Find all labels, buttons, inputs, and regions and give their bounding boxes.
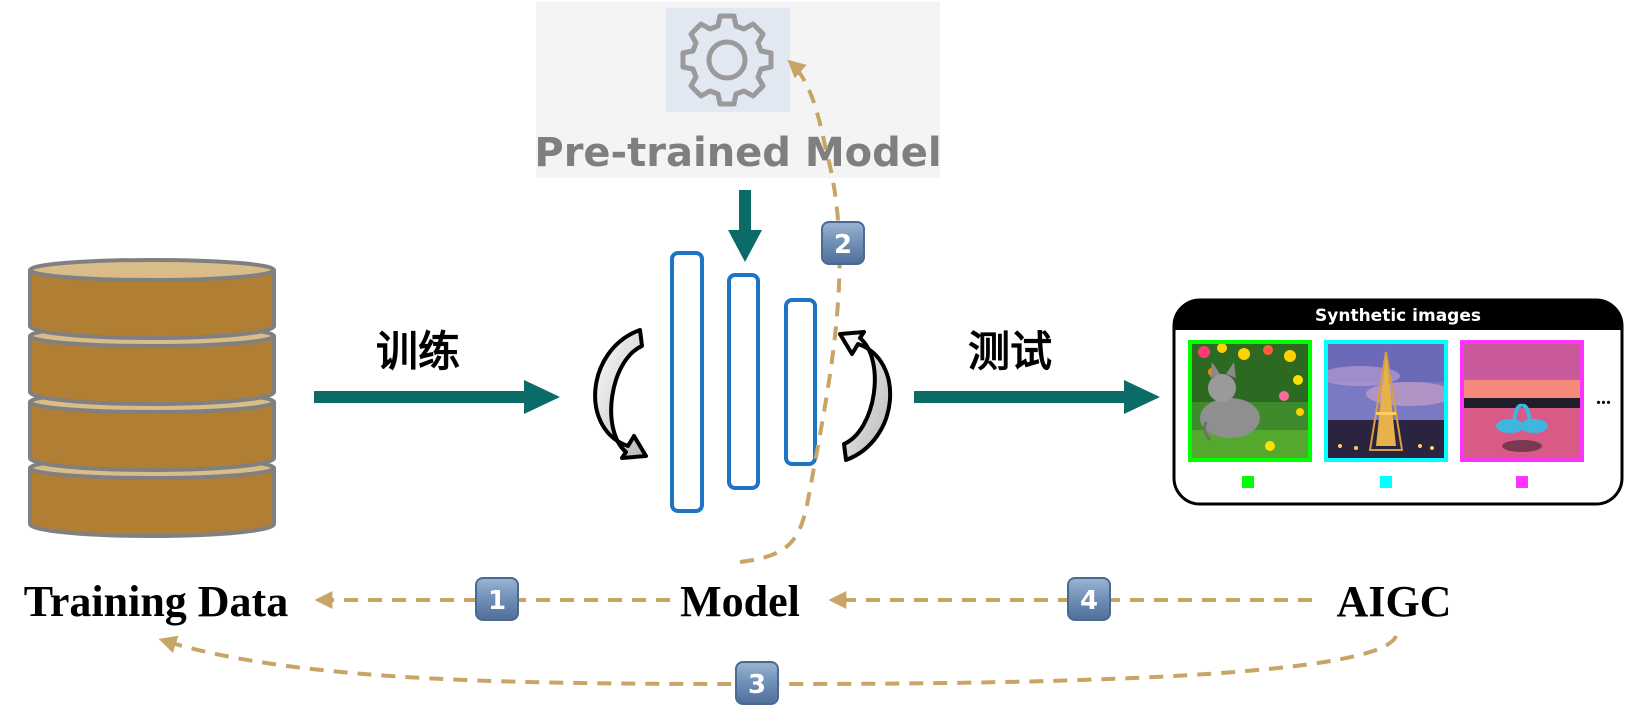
pretrained-model-panel: Pre-trained Model xyxy=(534,2,942,178)
model-layers xyxy=(670,251,817,513)
left-curved-arrow-icon xyxy=(593,328,648,460)
badge-2: 2 xyxy=(821,221,865,265)
cat-color-marker xyxy=(1242,476,1254,488)
database-icon xyxy=(28,258,276,538)
badge-4: 4 xyxy=(1067,577,1111,621)
svg-text:3: 3 xyxy=(748,670,766,700)
eiffel-color-marker xyxy=(1380,476,1392,488)
test-label: 测试 xyxy=(968,327,1052,376)
synthetic-images-title: Synthetic images xyxy=(1315,306,1481,326)
model-layer-3 xyxy=(784,298,817,466)
badge-1: 1 xyxy=(475,577,519,621)
right-curved-arrow-icon xyxy=(838,330,893,462)
more-images-ellipsis: ... xyxy=(1596,387,1611,409)
training-data-label: Training Data xyxy=(24,577,288,626)
gear-icon xyxy=(680,13,774,107)
model-label: Model xyxy=(680,577,800,626)
train-label: 训练 xyxy=(376,327,460,376)
svg-text:2: 2 xyxy=(834,230,852,260)
svg-text:4: 4 xyxy=(1080,586,1098,616)
synthetic-images-panel: Synthetic images xyxy=(1172,298,1624,506)
badge-3: 3 xyxy=(735,661,779,705)
cat-photo xyxy=(1188,340,1312,462)
model-layer-2 xyxy=(727,273,760,490)
pretrained-model-label: Pre-trained Model xyxy=(534,130,941,176)
swans-color-marker xyxy=(1516,476,1528,488)
train-arrow xyxy=(314,380,560,414)
aigc-label: AIGC xyxy=(1337,577,1452,626)
eiffel-tower-photo xyxy=(1324,340,1448,462)
swans-photo xyxy=(1460,340,1584,462)
pretrained-down-arrow xyxy=(728,190,762,262)
svg-text:1: 1 xyxy=(488,586,506,616)
test-arrow xyxy=(914,380,1160,414)
model-layer-1 xyxy=(670,251,704,513)
flow-arrow-2 xyxy=(739,59,842,564)
